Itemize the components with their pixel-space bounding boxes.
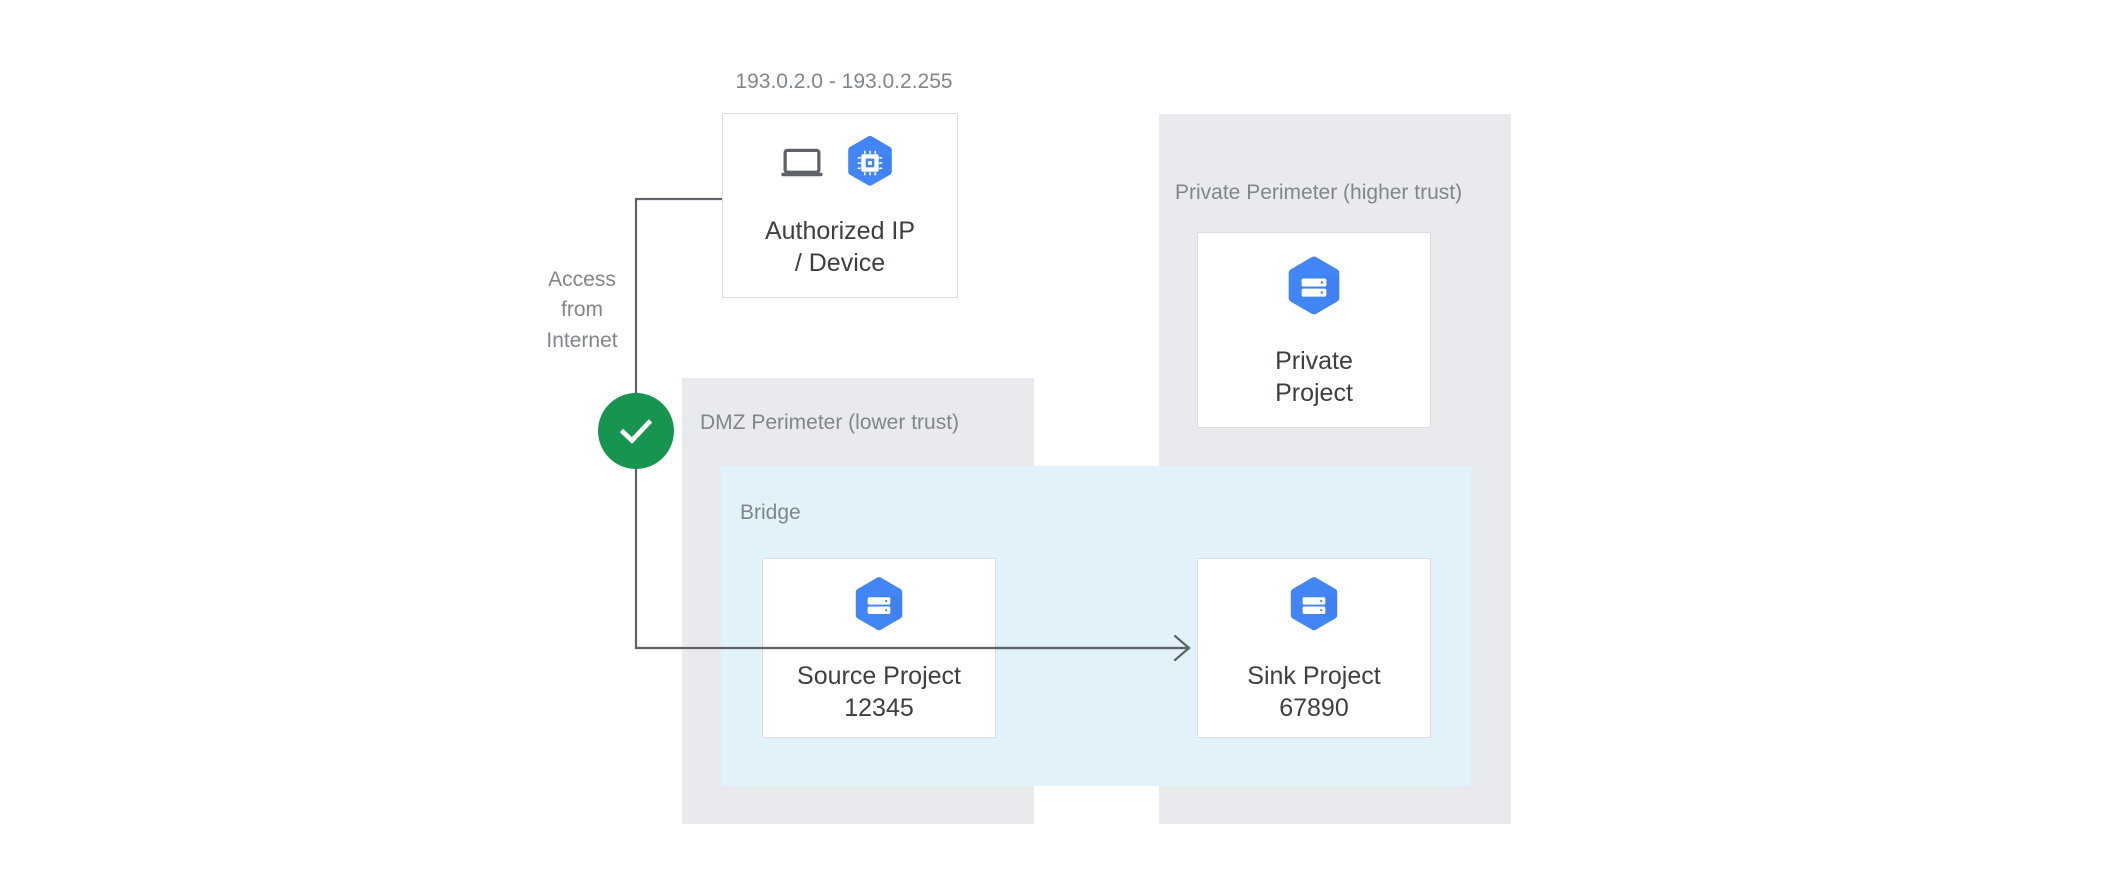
node-sink-project-icons	[1281, 573, 1347, 644]
compute-chip-icon	[839, 132, 901, 199]
project-hexagon-icon	[1278, 252, 1350, 329]
access-from-internet-label: Access from Internet	[546, 268, 618, 352]
node-authorized-device-icons	[779, 132, 901, 199]
node-source-project-icons	[846, 573, 912, 644]
node-private-project[interactable]: Private Project	[1197, 232, 1431, 428]
node-source-project-label: Source Project 12345	[797, 661, 961, 722]
project-hexagon-icon	[1281, 573, 1347, 644]
check-circle-icon	[598, 393, 674, 469]
node-sink-project-label: Sink Project 67890	[1247, 661, 1381, 722]
bridge-label: Bridge	[740, 501, 801, 524]
node-authorized-device[interactable]: Authorized IP / Device	[722, 113, 958, 298]
node-private-project-label: Private Project	[1275, 346, 1353, 407]
private-perimeter-label: Private Perimeter (higher trust)	[1175, 181, 1463, 204]
device-ip-range-caption: 193.0.2.0 - 193.0.2.255	[735, 70, 953, 93]
node-source-project[interactable]: Source Project 12345	[762, 558, 996, 738]
node-authorized-device-label: Authorized IP / Device	[764, 217, 916, 277]
node-sink-project[interactable]: Sink Project 67890	[1197, 558, 1431, 738]
project-hexagon-icon	[846, 573, 912, 644]
laptop-icon	[779, 140, 825, 191]
dmz-perimeter-label: DMZ Perimeter (lower trust)	[700, 411, 960, 434]
node-private-project-icons	[1278, 252, 1350, 329]
